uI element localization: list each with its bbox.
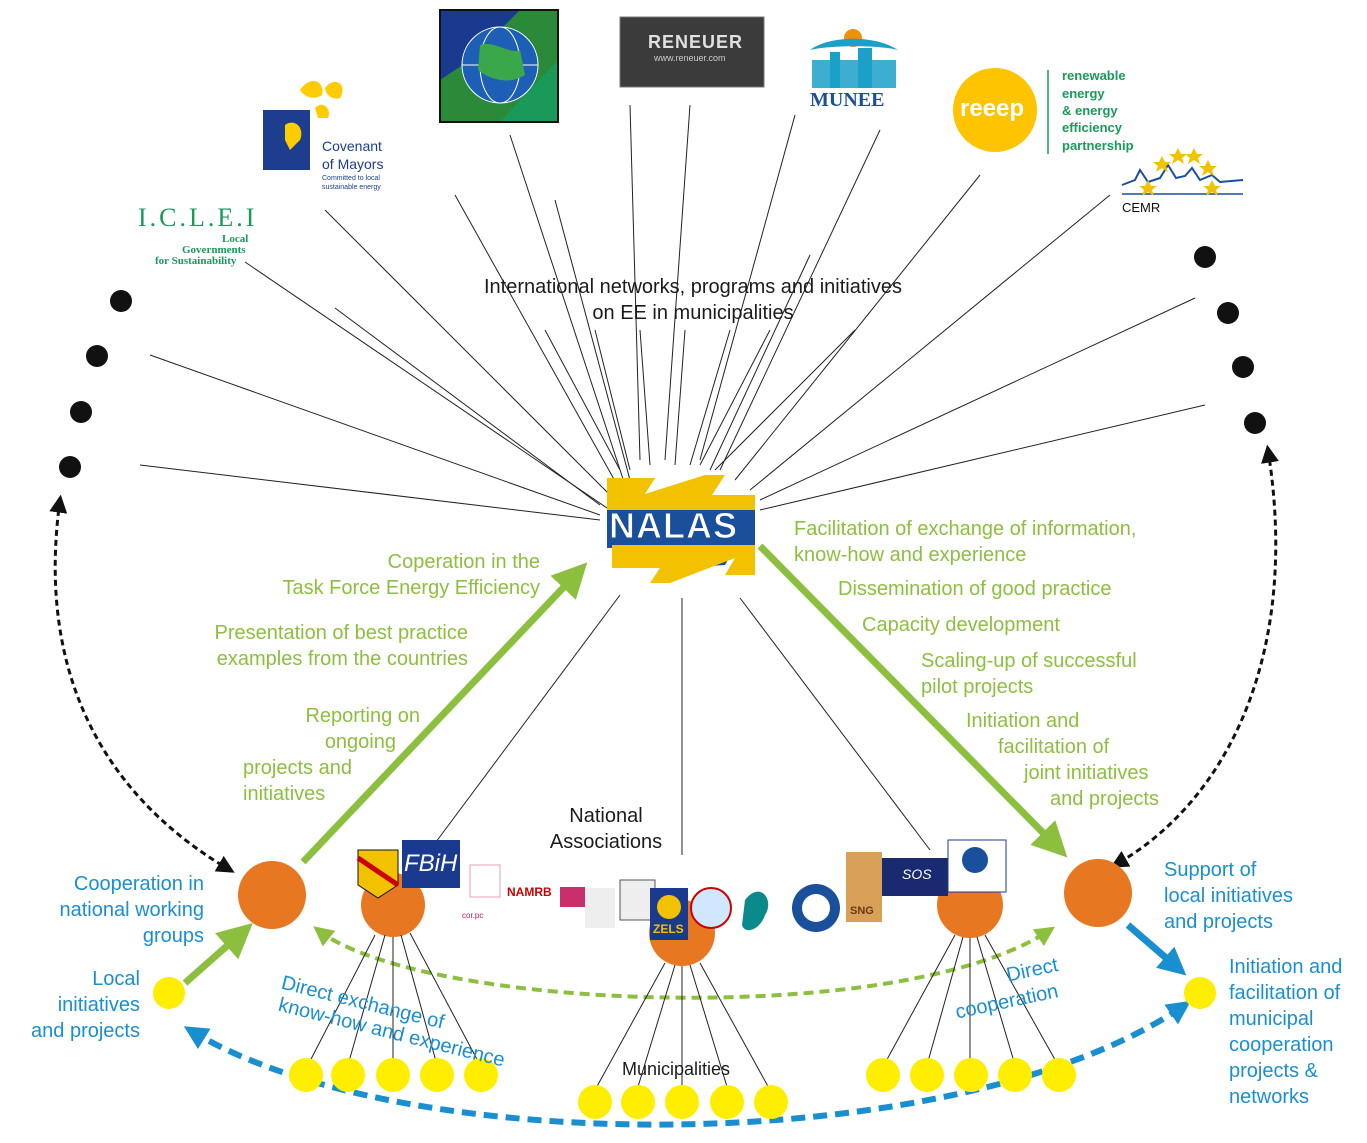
- reeep-line5: partnership: [1062, 138, 1134, 153]
- working-groups-line1: Cooperation in: [73, 873, 204, 895]
- covenant-line3: Committed to local: [322, 175, 380, 182]
- municipalities-label: Municipalities: [622, 1059, 731, 1079]
- reneuer-logo: [619, 16, 765, 88]
- blue-arrow-support: [1125, 922, 1187, 976]
- iclei-line3: for Sustainability: [155, 255, 237, 267]
- top-caption-line1: International networks, programs and ini…: [484, 276, 902, 298]
- assoc-logo-sos: SOS: [902, 866, 932, 882]
- working-groups-line3: groups: [142, 925, 204, 947]
- iclei-line1: Local: [222, 233, 249, 245]
- municipal-coop-line3: municipal: [1229, 1008, 1314, 1030]
- working-groups-line2: national working: [59, 899, 204, 921]
- covenant-line4: sustainable energy: [322, 184, 381, 191]
- initiation-line3: joint initiatives: [1024, 762, 1149, 784]
- cemr-name: CEMR: [1122, 200, 1161, 215]
- assoc-logo-namrb: NAMRB: [507, 885, 552, 899]
- green-arrow-down: [757, 543, 1068, 858]
- municipal-coop-line2: facilitation of: [1229, 982, 1341, 1004]
- assoc-logo-sng: SNG: [850, 905, 874, 917]
- reeep-name: reeep: [960, 95, 1025, 122]
- reneuer-name: RENEUER: [648, 32, 744, 52]
- reeep-line1: renewable: [1062, 68, 1126, 83]
- facilitation-line2: know-how and experience: [794, 544, 1027, 566]
- covenant-logo: [263, 80, 343, 170]
- country-node-left: [238, 861, 306, 929]
- covenant-line2: of Mayors: [322, 156, 384, 172]
- reeep-line2: energy: [1062, 86, 1105, 101]
- nalas-name: NALAS: [609, 505, 738, 547]
- reporting-line4: initiatives: [243, 783, 326, 805]
- scaling-line1: Scaling-up of successful: [921, 650, 1137, 672]
- green-dashed-curve: [313, 926, 1055, 1000]
- local-initiative-right: [1184, 977, 1216, 1009]
- reneuer-url: www.reneuer.com: [654, 53, 726, 63]
- capacity-label: Capacity development: [862, 614, 1060, 636]
- national-associations-line1: National: [569, 805, 643, 827]
- assoc-logo-zels: ZELS: [653, 922, 684, 936]
- covenant-line1: Covenant: [322, 138, 382, 154]
- assoc-logo-fbih: FBiH: [404, 850, 458, 877]
- support-line3: and projects: [1164, 911, 1273, 933]
- scaling-line2: pilot projects: [921, 676, 1034, 698]
- munee-logo: [810, 29, 898, 88]
- municipality-circles: [153, 977, 1216, 1119]
- radial-lines: [139, 104, 1206, 855]
- task-force-line1: Coperation in the: [387, 551, 540, 573]
- left-dashed-arrow: [49, 494, 235, 873]
- iclei-line2: Governments: [182, 244, 246, 256]
- reeep-line3: & energy: [1062, 103, 1118, 118]
- initiation-line4: and projects: [1050, 788, 1159, 810]
- iclei-name: I.C.L.E.I: [138, 203, 258, 232]
- reporting-line3: projects and: [243, 757, 352, 779]
- municipality-lines: [307, 932, 1059, 1091]
- green-arrow-up: [300, 562, 588, 865]
- municipal-coop-line5: projects &: [1229, 1060, 1318, 1082]
- local-left-line3: and projects: [31, 1020, 140, 1042]
- facilitation-line1: Facilitation of exchange of information,: [794, 518, 1137, 540]
- cemr-logo: [1121, 148, 1244, 196]
- green-arrow-local: [182, 923, 253, 986]
- initiation-line2: facilitation of: [998, 736, 1110, 758]
- assoc-logo-corpc: cor.pc: [462, 911, 484, 920]
- reporting-line2: ongoing: [324, 731, 396, 753]
- reeep-circle: [953, 68, 1037, 152]
- association-logos: [356, 839, 1007, 940]
- best-practice-line2: examples from the countries: [216, 648, 468, 670]
- best-practice-line1: Presentation of best practice: [214, 622, 468, 644]
- local-left-line2: initiatives: [57, 994, 140, 1016]
- country-node-right: [1064, 859, 1132, 927]
- support-line2: local initiatives: [1164, 885, 1293, 907]
- reporting-line1: Reporting on: [305, 705, 420, 727]
- support-line1: Support of: [1164, 859, 1257, 881]
- national-associations-line2: Associations: [549, 831, 663, 853]
- dissemination-label: Dissemination of good practice: [838, 578, 1112, 600]
- reeep-line4: efficiency: [1062, 120, 1122, 135]
- right-dashed-arrow: [1110, 444, 1279, 868]
- task-force-line2: Task Force Energy Efficiency: [282, 577, 540, 599]
- top-caption-line2: on EE in municipalities: [592, 302, 794, 324]
- municipal-coop-line4: cooperation: [1229, 1034, 1334, 1056]
- munee-name: MUNEE: [810, 89, 885, 111]
- municipal-coop-line1: Initiation and: [1229, 956, 1343, 978]
- local-left-line1: Local: [92, 968, 140, 990]
- local-initiative-left: [153, 977, 185, 1009]
- continuation-dots: [59, 246, 1266, 478]
- globe-logo: [439, 9, 559, 123]
- nalas-logo: [607, 475, 755, 583]
- initiation-line1: Initiation and: [966, 710, 1080, 732]
- municipal-coop-line6: networks: [1229, 1086, 1310, 1108]
